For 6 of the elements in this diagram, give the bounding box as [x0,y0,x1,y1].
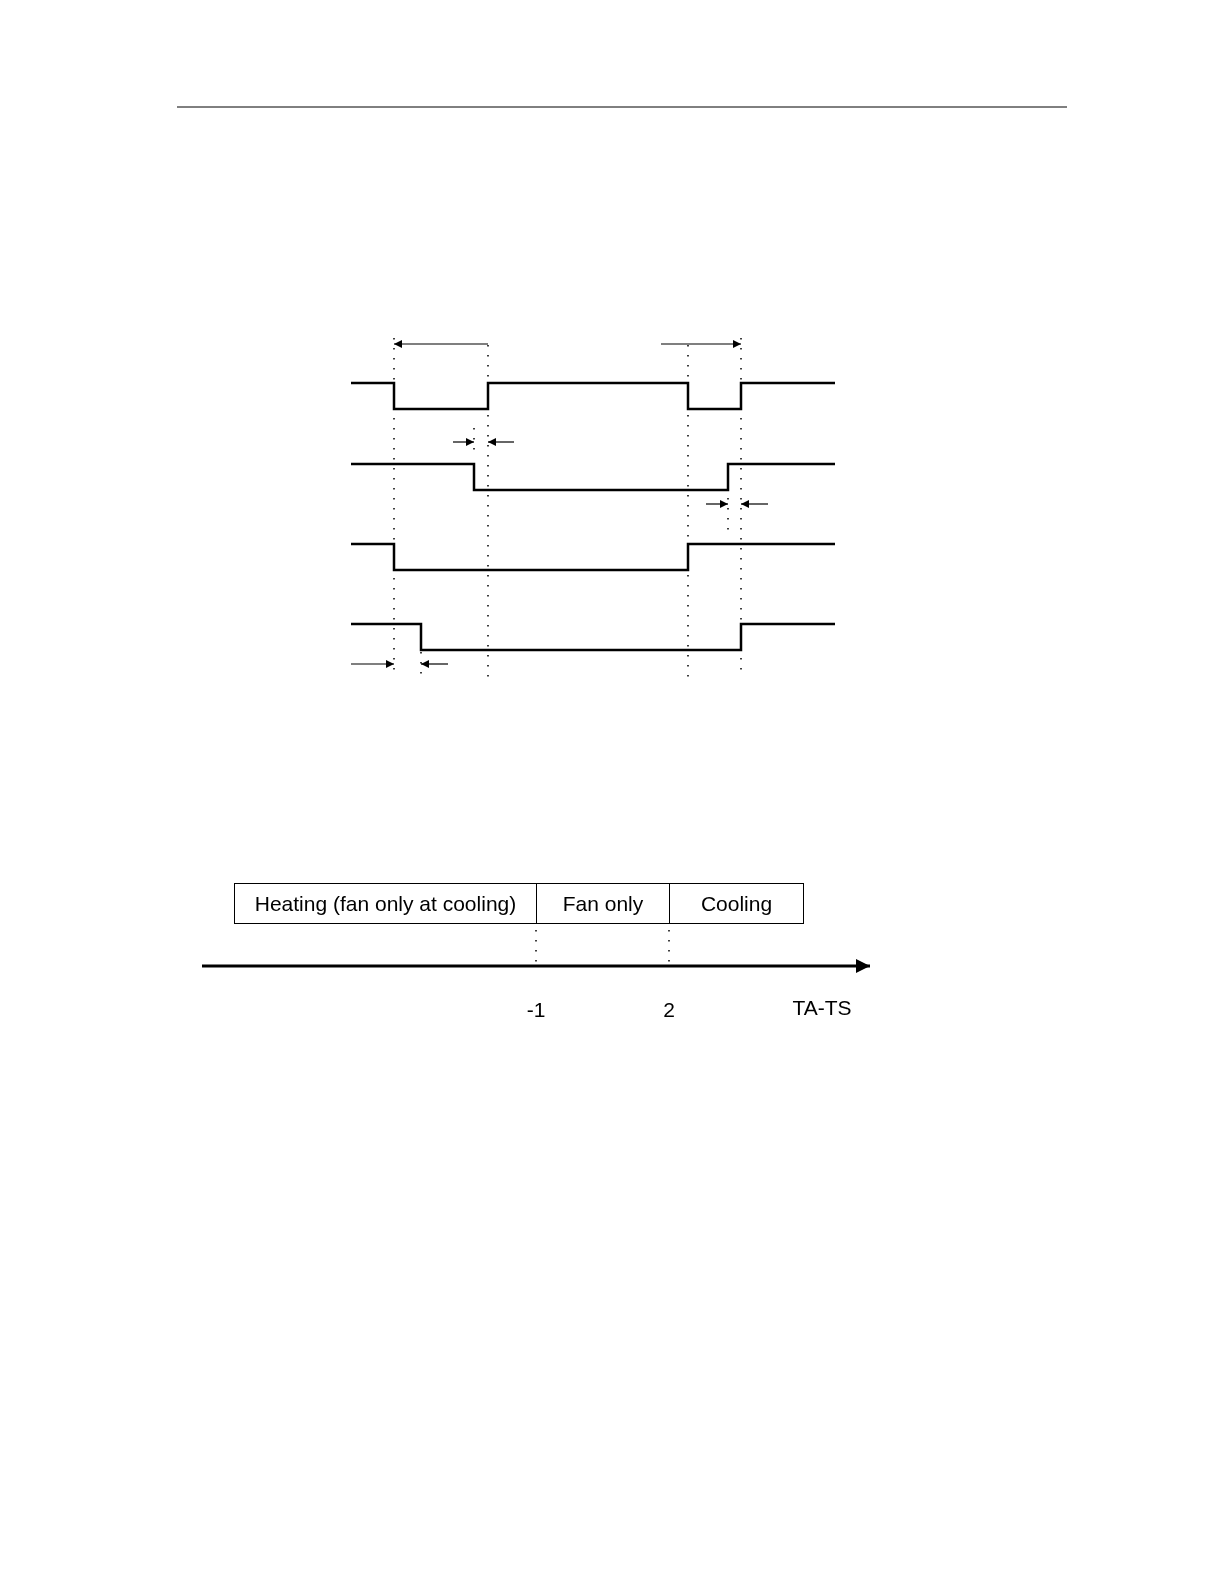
axis-label: TA-TS [792,996,852,1020]
range-box: Fan only [536,883,670,924]
axis-label: 2 [663,998,675,1022]
axis-label: -1 [526,998,546,1022]
range-box: Cooling [669,883,804,924]
range-box: Heating (fan only at cooling) [234,883,537,924]
